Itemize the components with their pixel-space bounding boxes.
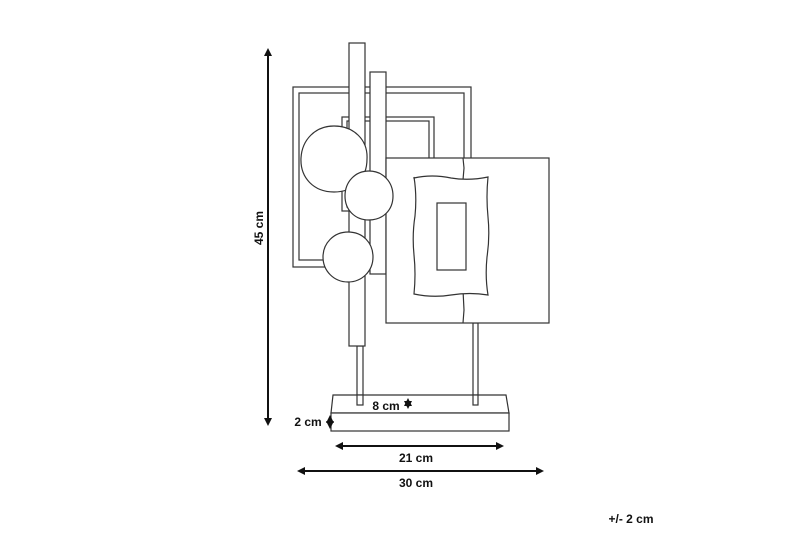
sculpture-drawing [292, 42, 550, 432]
circle-disc-lower [322, 231, 374, 283]
wavy-frame-window [436, 202, 467, 271]
right-thin-rod [472, 322, 479, 407]
tolerance-note: +/- 2 cm [608, 512, 653, 526]
right-rod-foot [472, 394, 479, 406]
height-label: 45 cm [252, 211, 266, 245]
base-width-label: 21 cm [399, 451, 433, 465]
left-rod-foot [356, 394, 364, 406]
base-height-label: 2 cm [294, 415, 321, 429]
base-front [330, 412, 510, 432]
circle-disc-middle [344, 170, 394, 221]
base-depth-label: 8 cm [372, 399, 399, 413]
total-width-label: 30 cm [399, 476, 433, 490]
circle-disc-large [300, 125, 368, 193]
dimension-annotations: 45 cm 8 cm 2 cm 21 cm 30 cm +/- 2 cm [252, 48, 654, 526]
